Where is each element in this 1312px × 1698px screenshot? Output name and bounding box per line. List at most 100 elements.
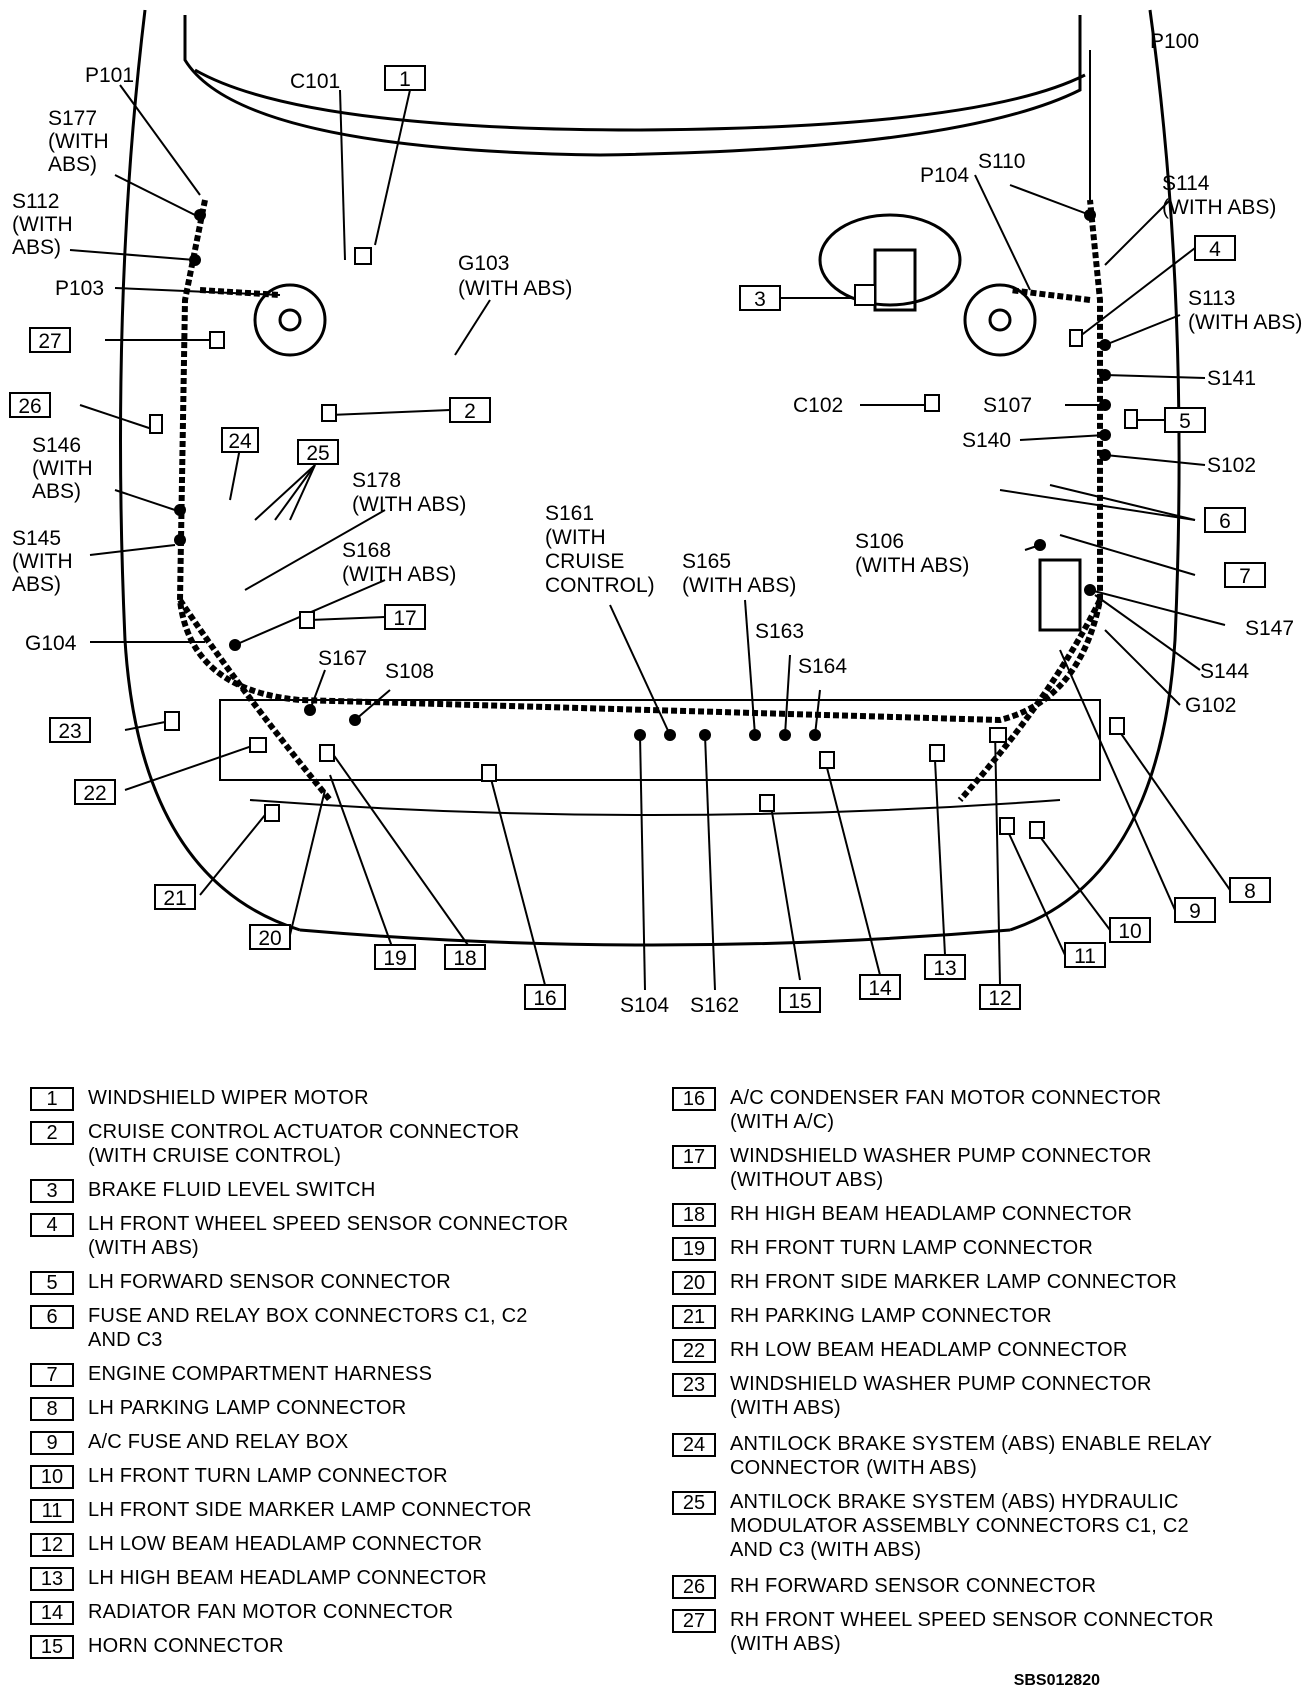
svg-text:CRUISE: CRUISE <box>545 550 624 573</box>
svg-text:(WITH: (WITH <box>48 130 109 153</box>
legend-label: ENGINE COMPARTMENT HARNESS <box>88 1363 433 1385</box>
label-s147: S147 <box>1245 617 1294 640</box>
svg-text:22: 22 <box>83 782 106 805</box>
label-p103: P103 <box>55 277 104 300</box>
label-s177: S177 <box>48 107 97 130</box>
callout-box-6: 6 <box>1204 507 1246 533</box>
legend-number: 5 <box>30 1271 74 1295</box>
svg-text:1: 1 <box>399 68 411 91</box>
svg-text:8: 8 <box>1244 880 1256 903</box>
svg-text:ABS): ABS) <box>12 236 61 259</box>
svg-text:10: 10 <box>1118 920 1141 943</box>
label-s144: S144 <box>1200 660 1249 683</box>
legend-label: RH HIGH BEAM HEADLAMP CONNECTOR <box>730 1203 1133 1225</box>
svg-text:21: 21 <box>163 887 186 910</box>
svg-text:(WITH ABS): (WITH ABS) <box>342 563 456 586</box>
legend-label: LH FRONT SIDE MARKER LAMP CONNECTOR <box>88 1499 532 1521</box>
legend-label: A/C CONDENSER FAN MOTOR CONNECTOR (WITH … <box>730 1087 1162 1133</box>
legend-number: 13 <box>30 1567 74 1591</box>
svg-text:19: 19 <box>383 947 406 970</box>
label-s178: S178 <box>352 469 401 492</box>
callout-box-19: 19 <box>374 944 416 970</box>
svg-text:4: 4 <box>1209 238 1221 261</box>
svg-text:(WITH: (WITH <box>545 526 606 549</box>
engine-compartment-diagram: 1 2 3 4 5 6 7 8 9 10 11 12 13 14 15 16 1… <box>9 9 1302 1017</box>
label-g104: G104 <box>25 632 77 655</box>
label-s165: S165 <box>682 550 731 573</box>
legend-number: 26 <box>672 1575 716 1599</box>
svg-text:6: 6 <box>1219 510 1231 533</box>
legend-number: 1 <box>30 1087 74 1111</box>
legend-label: WINDSHIELD WIPER MOTOR <box>88 1087 369 1109</box>
legend-number: 10 <box>30 1465 74 1489</box>
svg-text:7: 7 <box>1239 565 1251 588</box>
wiring-harness <box>176 199 1103 803</box>
callout-box-7: 7 <box>1224 562 1266 588</box>
svg-text:3: 3 <box>754 288 766 311</box>
label-p100: P100 <box>1150 30 1199 53</box>
legend-label: RH LOW BEAM HEADLAMP CONNECTOR <box>730 1339 1128 1361</box>
legend-item-10: 10 LH FRONT TURN LAMP CONNECTOR <box>30 1464 630 1489</box>
svg-text:ABS): ABS) <box>12 573 61 596</box>
svg-text:9: 9 <box>1189 900 1201 923</box>
splice-points <box>174 209 1111 741</box>
svg-text:26: 26 <box>18 395 41 418</box>
label-s146: S146 <box>32 434 81 457</box>
connectors <box>149 247 1138 839</box>
svg-text:24: 24 <box>228 430 252 453</box>
svg-text:27: 27 <box>38 330 61 353</box>
label-s104: S104 <box>620 994 669 1017</box>
label-g102: G102 <box>1185 694 1236 717</box>
legend-number: 17 <box>672 1145 716 1169</box>
legend-number: 9 <box>30 1431 74 1455</box>
label-s110: S110 <box>978 150 1026 173</box>
callout-box-2: 2 <box>449 397 491 423</box>
component-labels: P101 C101 P100 S177 (WITH ABS) S112 (WIT… <box>12 30 1302 1017</box>
legend-label: HORN CONNECTOR <box>88 1635 284 1657</box>
label-s168: S168 <box>342 539 391 562</box>
legend-label: FUSE AND RELAY BOX CONNECTORS C1, C2 AND… <box>88 1305 528 1351</box>
label-p104: P104 <box>920 164 969 187</box>
svg-text:25: 25 <box>306 442 329 465</box>
label-s102: S102 <box>1207 454 1256 477</box>
label-s108: S108 <box>385 660 434 683</box>
svg-text:23: 23 <box>58 720 81 743</box>
legend-number: 4 <box>30 1213 74 1237</box>
callout-box-16: 16 <box>524 984 566 1010</box>
callout-box-10: 10 <box>1109 917 1151 943</box>
legend-label: RH FORWARD SENSOR CONNECTOR <box>730 1575 1097 1597</box>
legend-number: 3 <box>30 1179 74 1203</box>
legend-label: LH FRONT TURN LAMP CONNECTOR <box>88 1465 448 1487</box>
svg-text:20: 20 <box>258 927 281 950</box>
legend-label: RH FRONT WHEEL SPEED SENSOR CONNECTOR (W… <box>730 1609 1214 1655</box>
label-c102: C102 <box>793 394 843 417</box>
callout-box-18: 18 <box>444 944 486 970</box>
leader-lines <box>69 50 1231 991</box>
callout-box-15: 15 <box>779 987 821 1013</box>
legend-label: RH FRONT SIDE MARKER LAMP CONNECTOR <box>730 1271 1178 1293</box>
label-s164: S164 <box>798 655 847 678</box>
svg-text:ABS): ABS) <box>48 153 97 176</box>
legend-number: 15 <box>30 1635 74 1659</box>
legend-number: 7 <box>30 1363 74 1387</box>
svg-text:13: 13 <box>933 957 956 980</box>
legend-number: 19 <box>672 1237 716 1261</box>
svg-text:17: 17 <box>393 607 416 630</box>
legend-number: 24 <box>672 1433 716 1457</box>
callout-box-9: 9 <box>1174 897 1216 923</box>
legend-label: LH PARKING LAMP CONNECTOR <box>88 1397 407 1419</box>
svg-text:5: 5 <box>1179 410 1191 433</box>
